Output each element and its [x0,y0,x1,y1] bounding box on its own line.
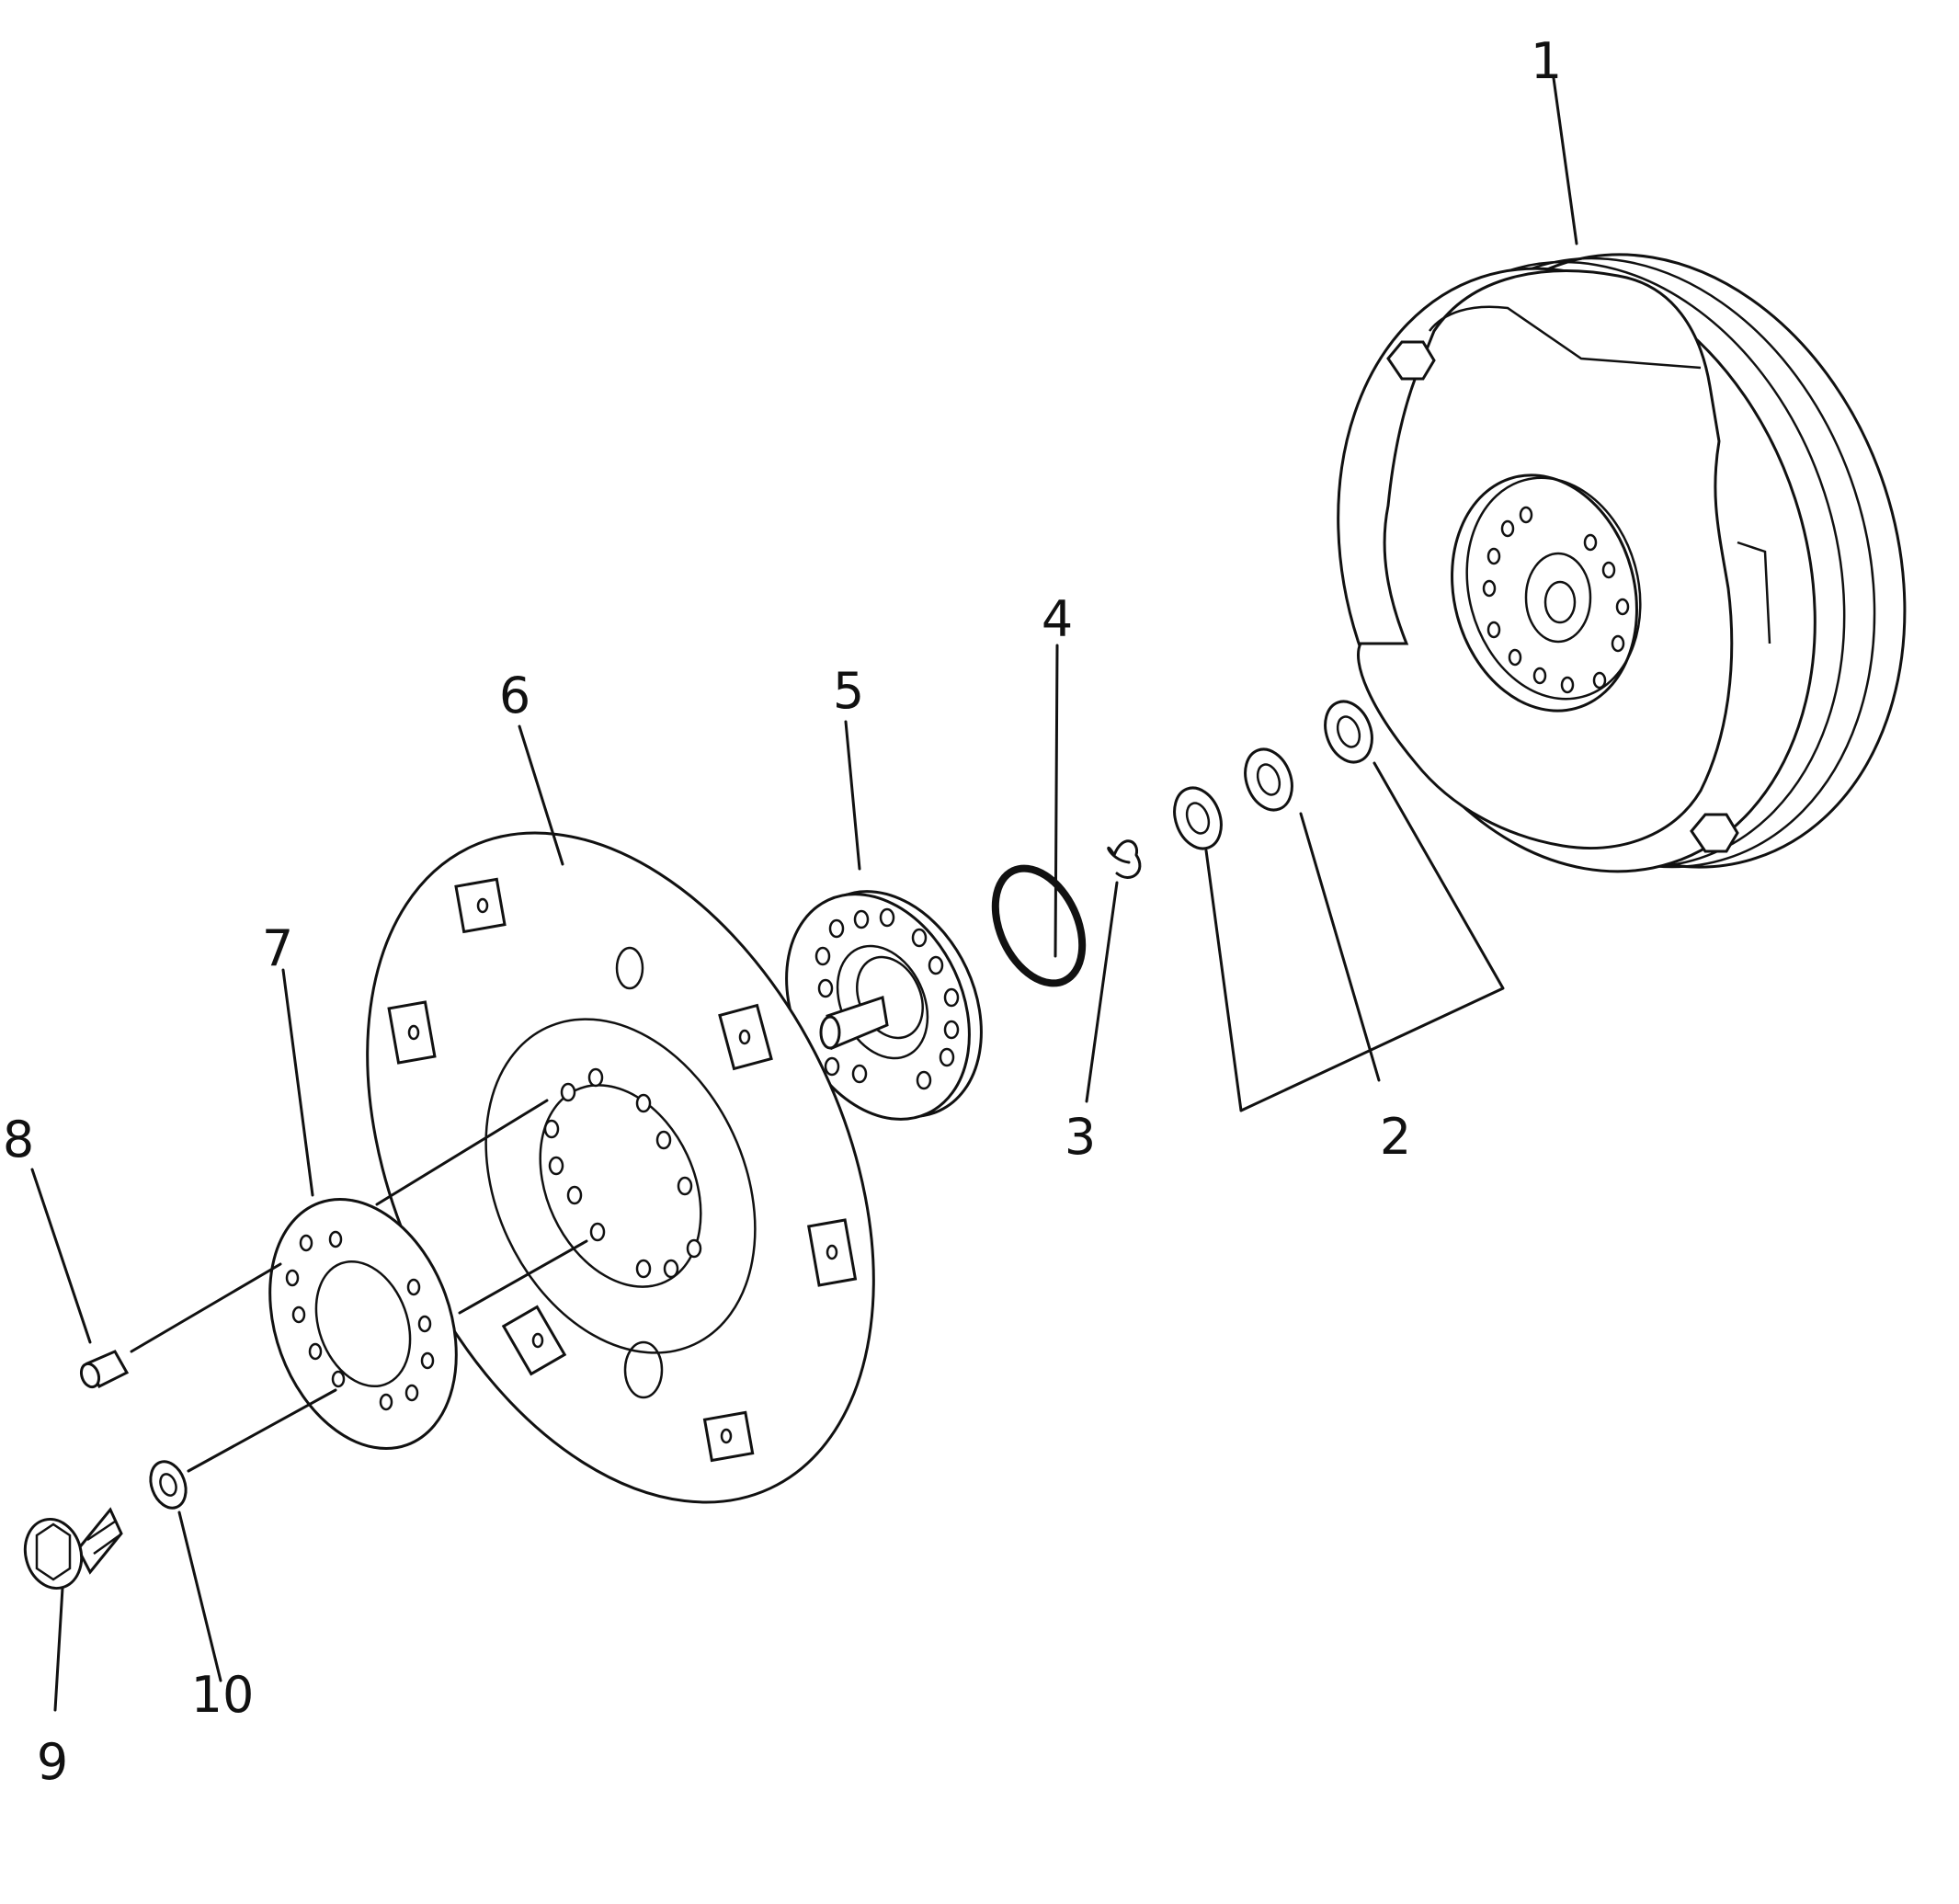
part-8-dowel-pin [79,1350,130,1389]
callout-1: 1 [1531,32,1562,90]
part-7-spacer-plate [268,1197,458,1451]
part-6-flex-plate [366,831,875,1504]
part-10-washer [149,1460,188,1510]
callout-labels: 1 2 3 4 5 6 7 8 9 10 [3,32,1562,1791]
callout-6: 6 [499,667,530,724]
callout-7: 7 [262,919,293,977]
part-4-o-ring [991,864,1087,987]
bolt-lower [1690,813,1739,853]
callout-5: 5 [833,662,864,720]
part-2-washers [1173,700,1373,850]
callout-10: 10 [191,1666,255,1724]
part-3-snap-ring [1107,839,1142,879]
callout-9: 9 [37,1733,68,1791]
callout-8: 8 [3,1111,34,1169]
part-5-hub [785,890,983,1121]
callout-4: 4 [1042,590,1073,648]
part-9-bolt [23,1507,123,1590]
part-1-torque-converter [1337,253,1907,873]
callout-2: 2 [1380,1108,1411,1166]
assembly-guide-lines [130,1099,588,1473]
leader-lines [30,76,1578,1712]
callout-3: 3 [1065,1108,1096,1166]
bolt-upper [1386,340,1436,381]
